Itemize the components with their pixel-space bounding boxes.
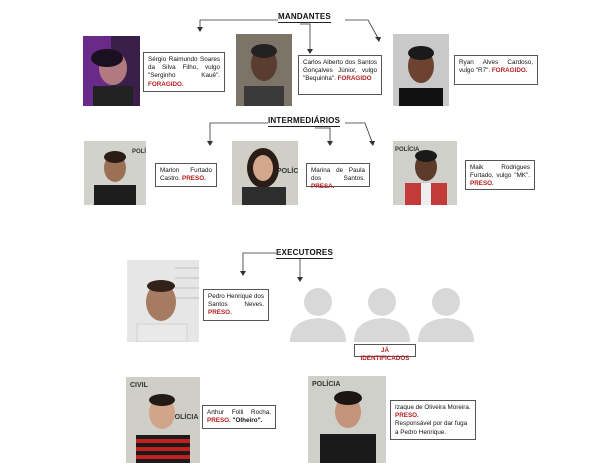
card-maik: Maik Rodrigues Furtado, vulgo "MK". PRES… xyxy=(465,160,535,190)
status-label: FORAGIDO. xyxy=(491,67,528,75)
sign-text: POLÍCIA xyxy=(312,379,340,388)
portrait-image xyxy=(83,36,140,106)
photo-maik: POLÍCIA xyxy=(393,141,457,205)
silhouette-icons xyxy=(290,288,474,342)
sign-text: POLÍCIA xyxy=(170,412,198,421)
photo-marlon: POLÍCIA xyxy=(84,141,146,205)
status-label: PRESO. xyxy=(207,417,231,425)
heading-intermediarios: INTERMEDIÁRIOS xyxy=(268,116,341,127)
card-marlon: Marlon Furtado Castro. PRESO. xyxy=(155,163,217,187)
suspect-name: Izaque de Oliveira Moreira. xyxy=(395,404,471,411)
photo-arthur: CIVIL POLÍCIA xyxy=(126,377,200,463)
status-label: PRESO. xyxy=(395,412,419,420)
suspect-name: Marlon Furtado Castro. xyxy=(160,167,212,183)
identified-label: JÁ IDENTIFICADOS xyxy=(360,347,410,363)
portrait-image: CIVIL POLÍCIA xyxy=(126,377,200,463)
suspect-name: Pedro Henrique dos Santos Neves. xyxy=(208,293,265,309)
sign-text: POLÍCIA xyxy=(132,147,146,155)
suspect-name: Sérgio Raimundo Soares da Silva Filho, v… xyxy=(148,56,220,80)
portrait-image: POLÍCIA xyxy=(308,376,386,463)
card-izaque: Izaque de Oliveira Moreira. PRESO. Respo… xyxy=(390,400,476,440)
photo-pedro xyxy=(127,260,199,342)
card-r7: Ryan Alves Cardoso, vulgo "R7". FORAGIDO… xyxy=(454,55,538,85)
portrait-image: POLÍCIA xyxy=(84,141,146,205)
suspect-name: Ryan Alves Cardoso, vulgo "R7". xyxy=(459,59,533,75)
status-label: PRESA. xyxy=(311,183,335,191)
photo-marina: POLÍCIA xyxy=(232,141,298,205)
heading-executores: EXECUTORES xyxy=(276,248,333,259)
card-identified: JÁ IDENTIFICADOS xyxy=(354,344,416,362)
suspect-name: Arthur Folli Rocha. xyxy=(207,409,271,416)
portrait-image: POLÍCIA xyxy=(232,141,298,205)
heading-mandantes: MANDANTES xyxy=(278,12,331,23)
status-label: PRESO. xyxy=(470,180,494,188)
note-label: Responsável por dar fuga a Pedro Henriqu… xyxy=(395,420,468,436)
card-pedro: Pedro Henrique dos Santos Neves. PRESO. xyxy=(203,289,269,321)
suspect-name: Carlos Alberto dos Santos Gonçalves Júni… xyxy=(303,59,377,83)
card-serginho: Sérgio Raimundo Soares da Silva Filho, v… xyxy=(143,52,225,92)
sign-text: POLÍCIA xyxy=(395,145,420,153)
portrait-image xyxy=(236,34,292,106)
photo-r7 xyxy=(393,34,449,106)
portrait-image xyxy=(127,260,199,342)
portrait-image: POLÍCIA xyxy=(393,141,457,205)
sign-text: POLÍCIA xyxy=(277,166,298,175)
photo-serginho xyxy=(83,36,140,106)
status-label: PRESO. xyxy=(182,175,206,183)
unknown-silhouettes xyxy=(286,282,478,342)
suspect-name: Marina de Paula dos Santos. xyxy=(311,167,365,183)
status-label: PRESO. xyxy=(208,309,232,317)
photo-izaque: POLÍCIA xyxy=(308,376,386,463)
suspect-name: Maik Rodrigues Furtado, vulgo "MK". xyxy=(470,164,530,180)
sign-text: CIVIL xyxy=(130,382,149,389)
status-label: FORAGIDO. xyxy=(148,80,184,88)
photo-bequinha xyxy=(236,34,292,106)
card-arthur: Arthur Folli Rocha. PRESO. "Olheiro". xyxy=(202,405,276,429)
card-bequinha: Carlos Alberto dos Santos Gonçalves Júni… xyxy=(298,55,382,95)
status-label: FORAGIDO xyxy=(337,75,372,83)
portrait-image xyxy=(393,34,449,106)
card-marina: Marina de Paula dos Santos. PRESA. xyxy=(306,163,370,191)
alias-label: "Olheiro". xyxy=(232,417,263,425)
